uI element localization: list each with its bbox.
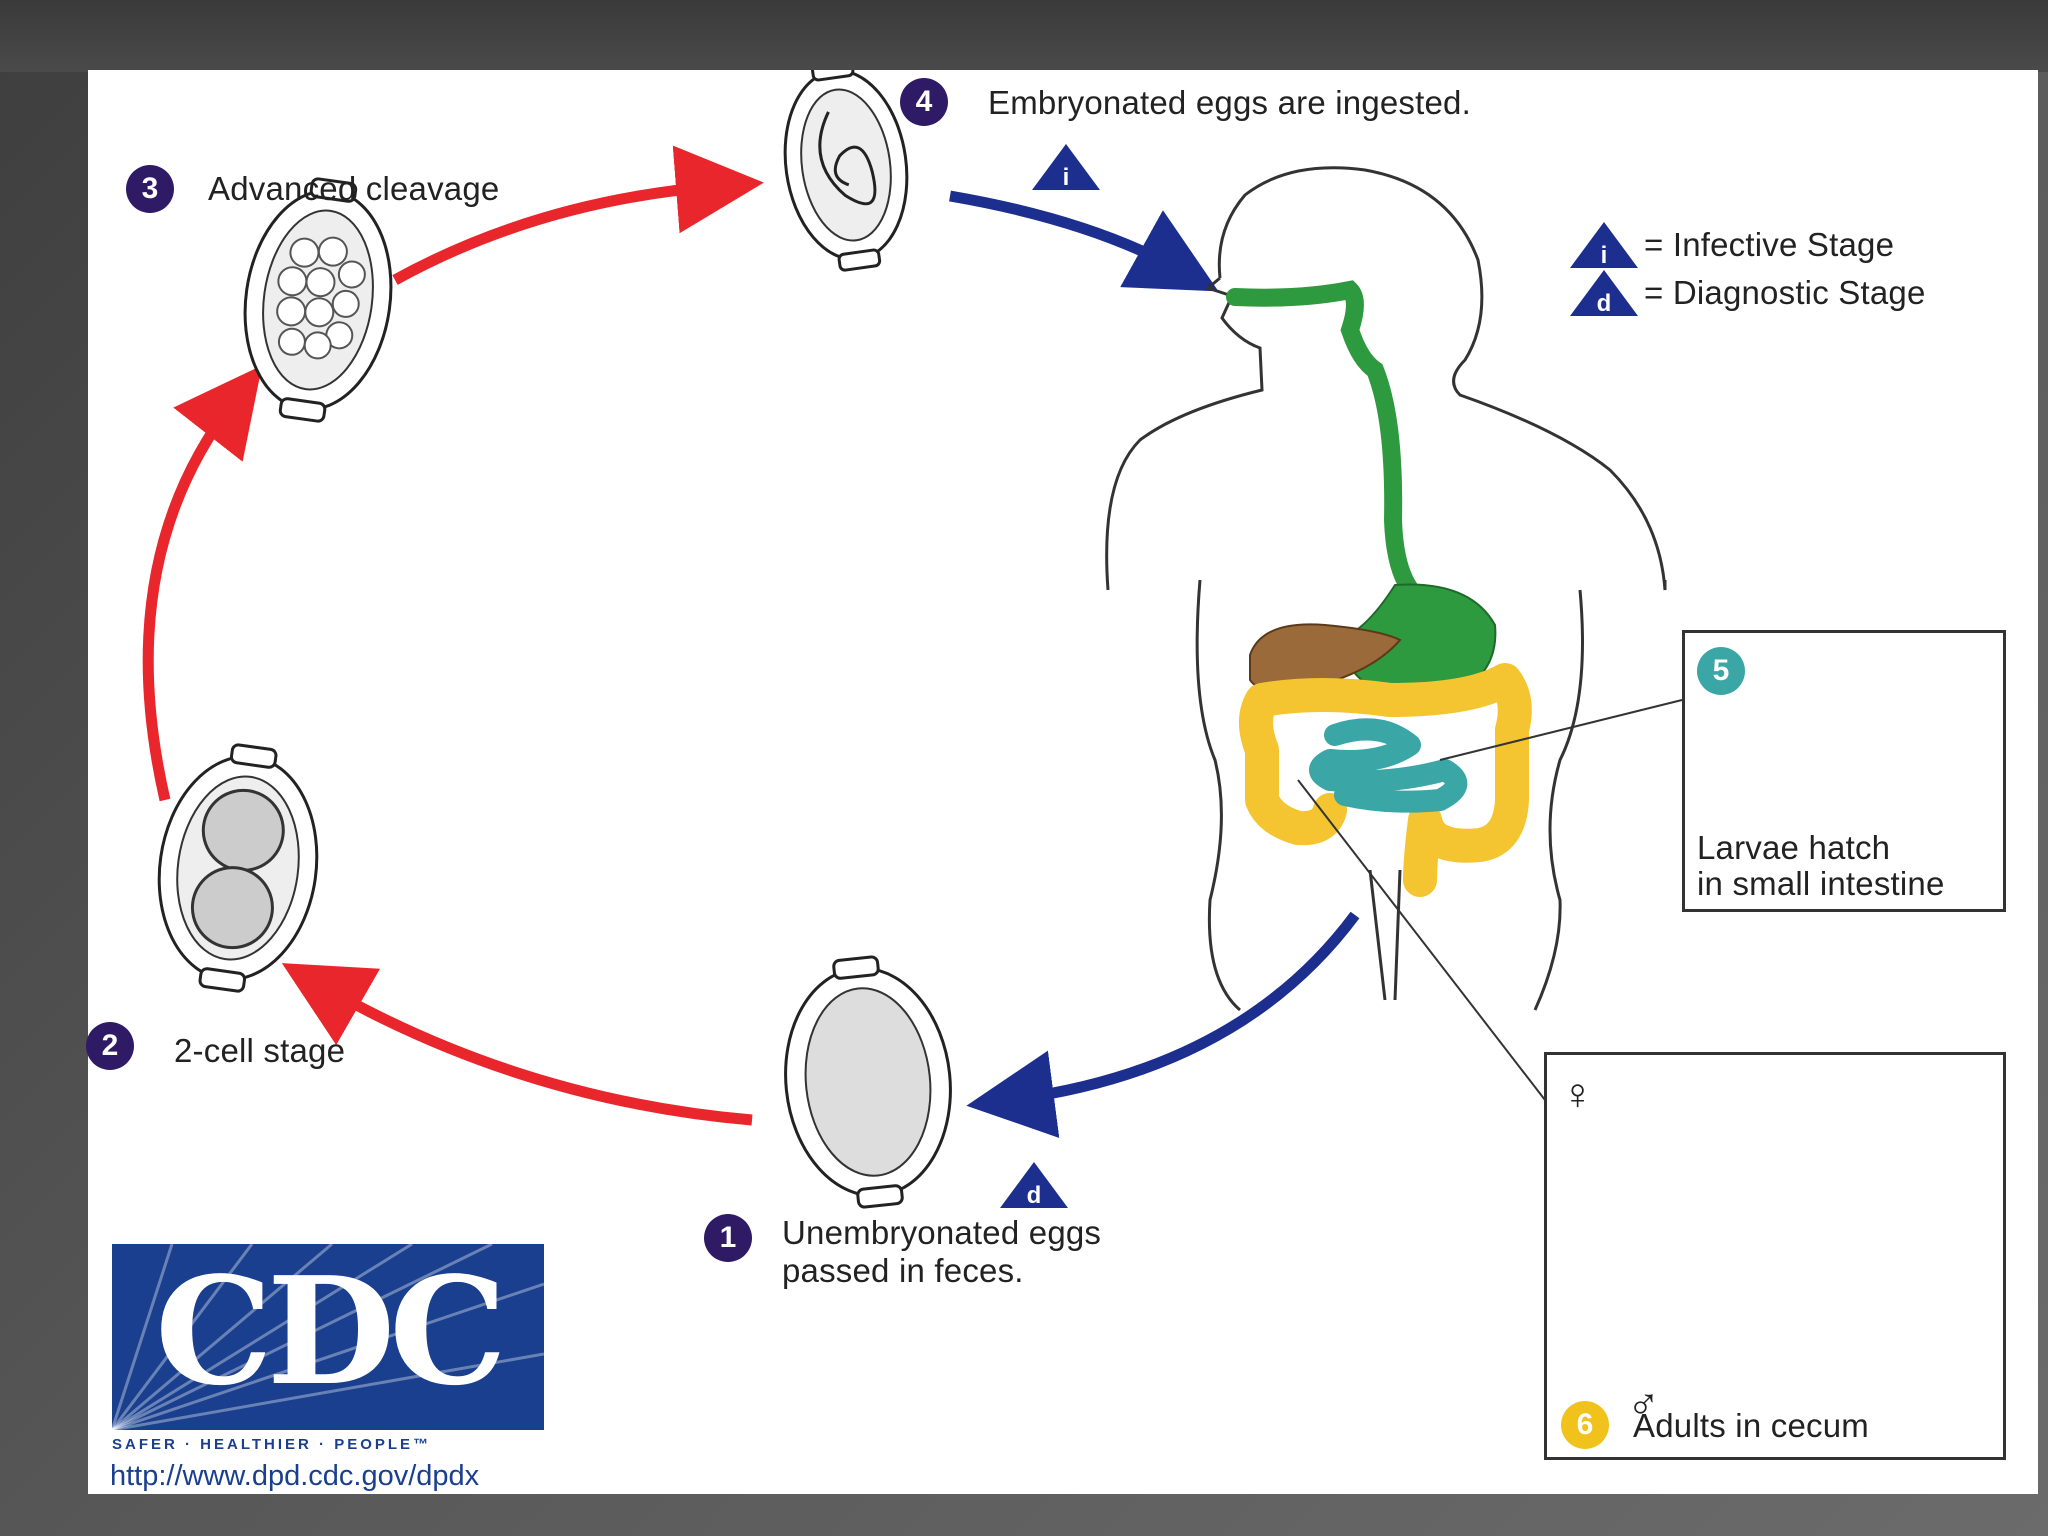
- adults-box: ♀ ♂ 6 Adults in cecum: [1544, 1052, 2006, 1460]
- human-silhouette: [1105, 166, 1667, 591]
- stage-5-label-line1: Larvae hatch: [1697, 829, 1891, 866]
- legend-infective-letter: i: [1600, 242, 1608, 269]
- legend-diagnostic-icon: [1570, 270, 1638, 316]
- small-intestine: [1309, 718, 1468, 813]
- human-torso: [1195, 579, 1584, 1012]
- stage-1-badge: 1: [704, 1214, 752, 1262]
- pointer-line-adults: [1297, 779, 1546, 1101]
- egg-stage4: [783, 70, 909, 272]
- female-symbol: ♀: [1561, 1070, 1594, 1119]
- larvae-box: 5 Larvae hatch in small intestine: [1682, 630, 2006, 912]
- colon: [1239, 663, 1532, 897]
- egg-stage1: [784, 955, 952, 1209]
- infective-marker-letter: i: [1062, 164, 1070, 191]
- stage-5-label-line2: in small intestine: [1697, 865, 1945, 902]
- slide-frame-top: [0, 0, 2048, 72]
- egg-stage3: [243, 177, 393, 423]
- cdc-logo-text: CDC: [155, 1244, 507, 1418]
- arrow-stage2-to-stage3: [142, 365, 263, 802]
- arrow-ingestion: [949, 190, 1219, 292]
- stage-4-label: Embryonated eggs are ingested.: [988, 84, 1471, 121]
- diagnostic-marker-letter: d: [1026, 1182, 1042, 1209]
- egg-stage2: [157, 743, 319, 993]
- cdc-tagline: SAFER · HEALTHIER · PEOPLE™: [112, 1436, 432, 1453]
- stage-2-label: 2-cell stage: [174, 1032, 346, 1069]
- esophagus: [1226, 280, 1429, 609]
- stage-1-label-line2: passed in feces.: [782, 1252, 1024, 1289]
- stage-5-badge: 5: [1697, 647, 1745, 695]
- pointer-line-larvae: [1439, 699, 1683, 761]
- legend-diagnostic-label: = Diagnostic Stage: [1644, 274, 1926, 311]
- legend-diagnostic-letter: d: [1596, 290, 1612, 317]
- arrow-excretion: [966, 911, 1360, 1138]
- stage-6-badge: 6: [1561, 1401, 1609, 1449]
- stage-1-label-line1: Unembryonated eggs: [782, 1214, 1102, 1251]
- stage-2-badge: 2: [86, 1022, 134, 1070]
- cdc-url-link[interactable]: http://www.dpd.cdc.gov/dpdx: [110, 1460, 480, 1492]
- cdc-logo: CDC: [112, 1244, 544, 1430]
- stage-3-label: Advanced cleavage: [208, 170, 500, 207]
- legend-infective-label: = Infective Stage: [1644, 226, 1895, 263]
- arrow-stage3-to-stage4: [392, 145, 764, 285]
- stage-3-badge: 3: [126, 165, 174, 213]
- diagnostic-stage-marker: [1000, 1162, 1068, 1208]
- stage-4-badge: 4: [900, 78, 948, 126]
- stage-6-label: Adults in cecum: [1633, 1407, 1869, 1444]
- cdc-logo-rays: [112, 1244, 544, 1430]
- male-symbol: ♂: [1627, 1380, 1660, 1429]
- infective-stage-marker: [1032, 144, 1100, 190]
- arrow-stage1-to-stage2: [281, 963, 753, 1126]
- legend-infective-icon: [1570, 222, 1638, 268]
